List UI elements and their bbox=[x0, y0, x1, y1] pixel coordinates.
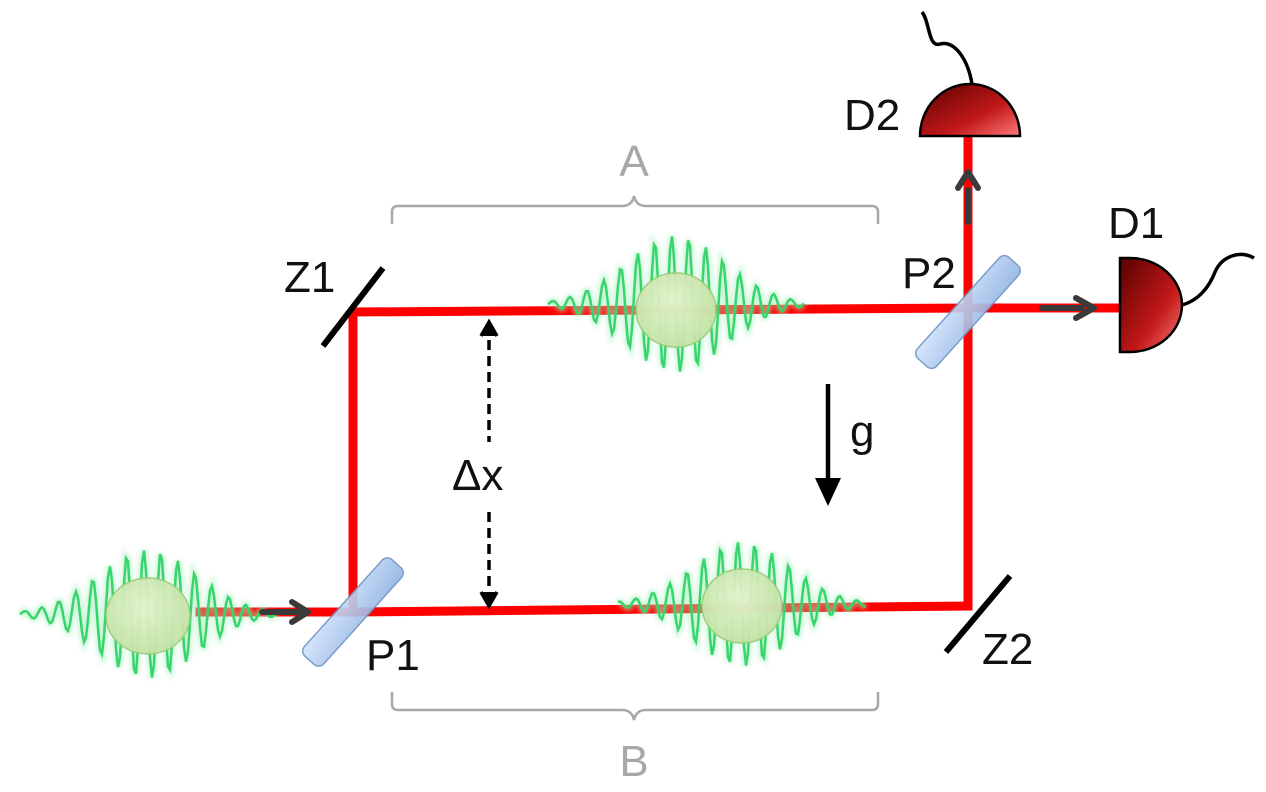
label-d2: D2 bbox=[844, 91, 900, 140]
detector-d2-cable bbox=[920, 10, 974, 85]
arrow-up-icon bbox=[479, 318, 499, 337]
arrow-down-icon bbox=[479, 591, 499, 610]
label-dx: Δx bbox=[452, 451, 503, 500]
wave-packet-a bbox=[545, 234, 807, 374]
detector-d1-body bbox=[1118, 256, 1184, 354]
detector-d1-cable bbox=[1181, 252, 1255, 307]
mirror-z2 bbox=[943, 574, 1013, 654]
label-z1: Z1 bbox=[284, 253, 335, 302]
detector-d2 bbox=[918, 10, 1022, 138]
atom-cloud-a bbox=[635, 272, 717, 348]
bracket-b bbox=[390, 692, 880, 721]
gravity-arrow bbox=[815, 384, 841, 506]
label-z2: Z2 bbox=[982, 625, 1033, 674]
label-g: g bbox=[850, 407, 874, 456]
wave-packet-input bbox=[17, 547, 279, 681]
beam-splitter-p2 bbox=[914, 254, 1022, 370]
beam-splitter-p1 bbox=[301, 557, 405, 667]
label-p2: P2 bbox=[902, 249, 956, 298]
laser-beams bbox=[195, 135, 1123, 617]
arrow-right-icon bbox=[1073, 295, 1097, 321]
arrow-down-icon bbox=[815, 478, 841, 506]
separation-arrow bbox=[479, 318, 499, 610]
label-a: A bbox=[619, 137, 649, 186]
atom-cloud-b bbox=[701, 568, 783, 644]
arrow-up-icon bbox=[955, 169, 981, 191]
wave-packet-b bbox=[617, 540, 867, 668]
bracket-a bbox=[390, 195, 880, 224]
arrow-right-icon bbox=[289, 599, 311, 625]
label-p1: P1 bbox=[366, 631, 420, 680]
direction-arrows bbox=[259, 169, 1097, 625]
label-b: B bbox=[619, 737, 648, 786]
detector-d2-body bbox=[918, 82, 1022, 138]
detector-d1 bbox=[1118, 252, 1255, 354]
atom-cloud-input bbox=[105, 577, 191, 655]
mirror-z1 bbox=[320, 266, 386, 348]
label-d1: D1 bbox=[1108, 199, 1164, 248]
